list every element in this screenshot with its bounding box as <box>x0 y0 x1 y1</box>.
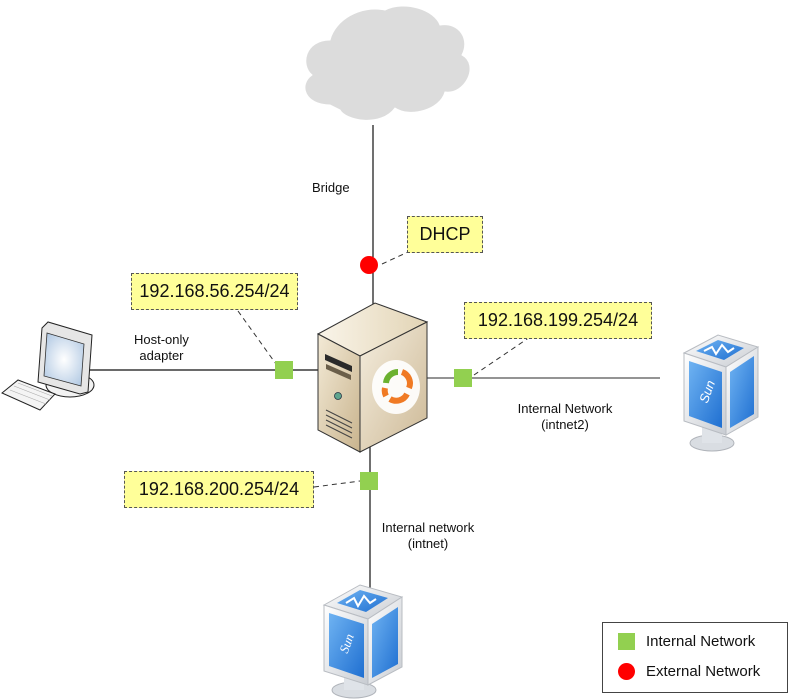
host-only-label-line2: adapter <box>139 348 184 363</box>
host-only-label-line1: Host-only <box>134 332 189 347</box>
bridge-label: Bridge <box>312 180 350 195</box>
intnet-internal-marker <box>360 472 378 490</box>
server-logo-icon <box>381 368 413 404</box>
server-icon <box>316 302 429 453</box>
vm-right-sun-text: Sun <box>696 378 718 405</box>
vm-bottom-virtualbox-text: VirtualBox <box>403 608 428 660</box>
vm-bottom-sun-text: Sun <box>336 632 357 655</box>
host-only-ip-callout: 192.168.56.254/24 <box>131 273 298 310</box>
intnet2-ip-pointer <box>473 336 531 376</box>
host-only-label: Host-only adapter <box>134 332 189 364</box>
cloud-icon <box>304 5 471 121</box>
legend-label-external: External Network <box>646 662 761 680</box>
intnet2-ip-callout: 192.168.199.254/24 <box>464 302 652 339</box>
intnet2-internal-marker <box>454 369 472 387</box>
intnet-ip-callout: 192.168.200.254/24 <box>124 471 314 508</box>
host-only-ip-pointer <box>237 310 277 365</box>
intnet-label: Internal network (intnet) <box>376 520 480 552</box>
external-network-circle-icon <box>618 662 635 680</box>
host-computer-icon <box>1 321 95 411</box>
legend-item-external: External Network <box>618 656 787 686</box>
intnet-label-line2: (intnet) <box>407 536 449 551</box>
legend-label-internal: Internal Network <box>646 632 756 650</box>
legend: Internal Network External Network <box>602 622 788 693</box>
intnet2-label: Internal Network (intnet2) <box>505 401 625 433</box>
callout-pointers <box>237 251 531 488</box>
legend-item-internal: Internal Network <box>618 626 787 656</box>
intnet2-label-line1: Internal Network <box>517 401 613 416</box>
dhcp-callout: DHCP <box>407 216 483 253</box>
intnet-ip-pointer <box>313 480 361 488</box>
host-only-internal-marker <box>275 361 293 379</box>
vm-right-icon: Sun VirtualBox <box>682 334 786 452</box>
external-network-marker <box>360 256 378 274</box>
intnet2-label-line2: (intnet2) <box>541 417 589 432</box>
dhcp-pointer <box>381 251 409 265</box>
vm-right-virtualbox-text: VirtualBox <box>761 358 786 410</box>
vm-bottom-icon: Sun VirtualBox <box>322 584 428 699</box>
intnet-label-line1: Internal network <box>381 520 475 535</box>
internal-network-square-icon <box>618 632 635 650</box>
